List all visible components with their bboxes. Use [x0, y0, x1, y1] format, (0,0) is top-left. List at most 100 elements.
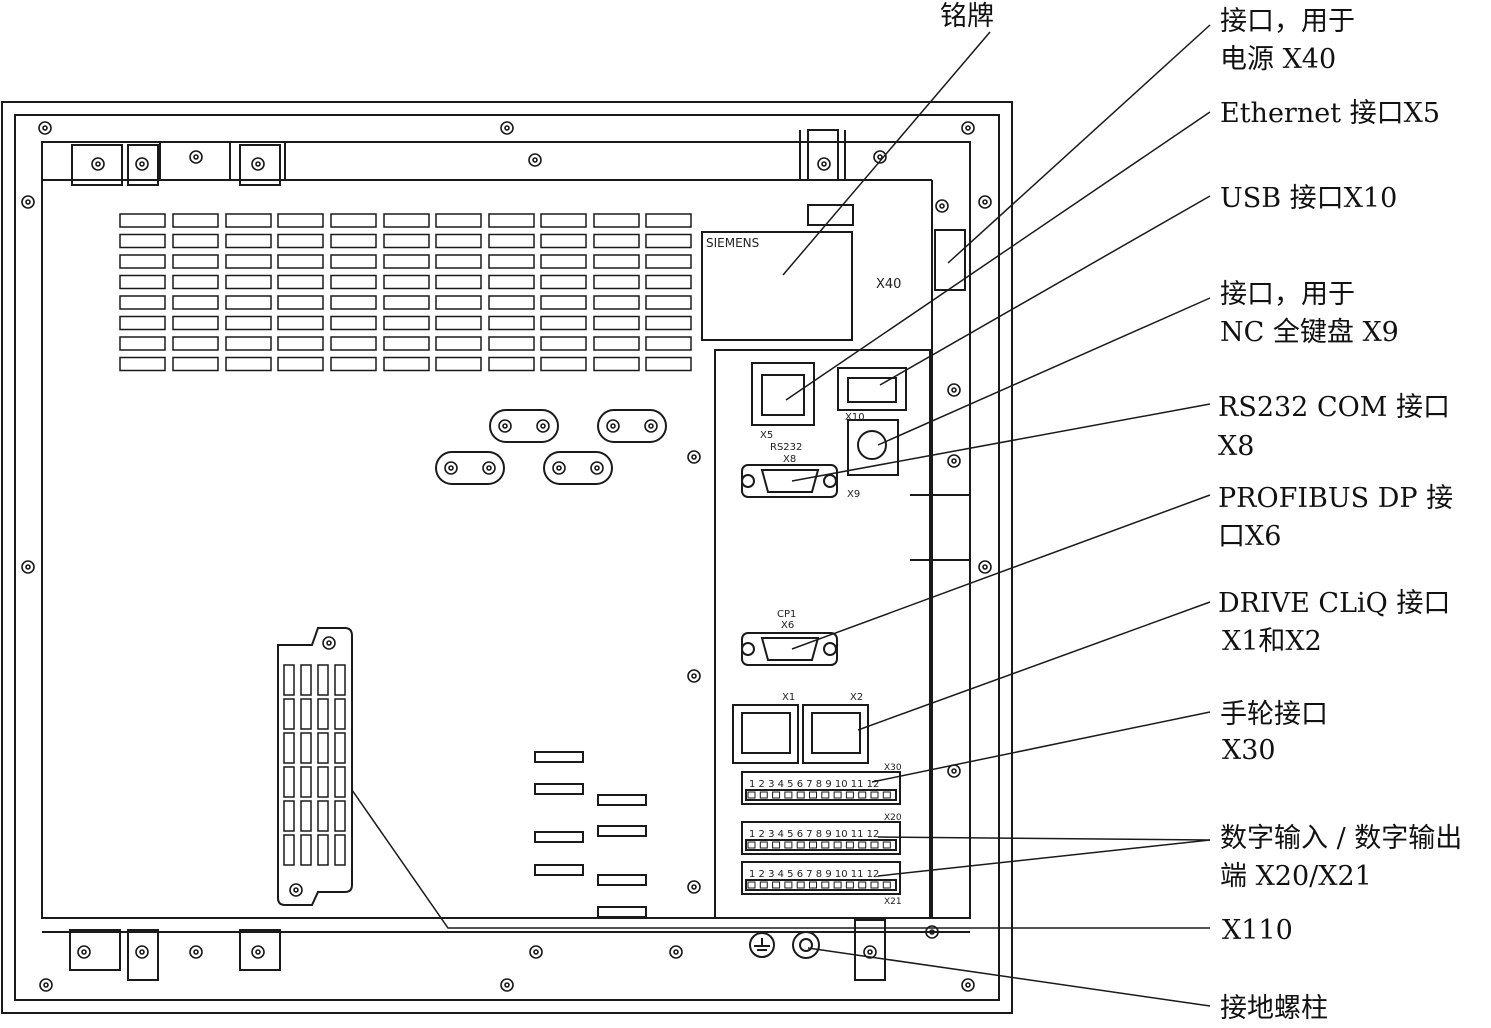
pcb-grid-cell	[119, 336, 166, 351]
x2-label: X2	[850, 692, 863, 703]
screw-head-icon	[448, 465, 454, 471]
pcb-grid-cell	[277, 315, 324, 331]
screw-head-icon	[502, 423, 508, 429]
screw-head-icon	[533, 949, 539, 955]
screw-icon	[528, 153, 542, 167]
callout-rs232-line2: X8	[1218, 431, 1255, 462]
screw-icon	[189, 150, 203, 164]
screw-head-icon	[821, 161, 827, 167]
leader-nameplate	[782, 31, 991, 276]
vent-slot	[317, 664, 329, 696]
pcb-grid-cell	[330, 336, 377, 351]
screw-icon	[978, 195, 992, 209]
pcb-grid-cell	[593, 356, 640, 372]
vent-slot	[300, 664, 312, 696]
pcb-grid-cell	[593, 233, 640, 249]
pcb-grid-cell	[645, 295, 692, 310]
brand-label: SIEMENS	[706, 236, 759, 250]
earth-symbol-icon	[749, 932, 775, 958]
vent-slot	[317, 834, 329, 866]
screw-head-icon	[610, 423, 616, 429]
pcb-grid-cell	[435, 254, 482, 269]
screw-head-icon	[25, 199, 31, 205]
outer-frame	[1, 101, 1013, 1014]
pcb-grid-cell	[172, 336, 219, 351]
x1-label: X1	[782, 692, 795, 703]
callout-handwheel-line1: 手轮接口	[1220, 699, 1328, 730]
callout-drivecliq-line2: X1和X2	[1222, 626, 1322, 657]
screw-icon	[669, 945, 683, 959]
callout-handwheel-line2: X30	[1222, 735, 1276, 766]
vent-slot	[283, 664, 295, 696]
screw-head-icon	[951, 458, 957, 464]
terminal-pin	[870, 841, 879, 849]
screw-icon	[536, 419, 550, 433]
screw-icon	[77, 945, 91, 959]
screw-icon	[322, 636, 336, 650]
leader-rs232	[791, 403, 1211, 482]
terminal-pin	[882, 881, 891, 889]
screw-icon	[947, 764, 961, 778]
nameplate-plate	[701, 231, 853, 341]
mounting-plate	[41, 141, 971, 919]
pcb-grid-cell	[330, 315, 377, 331]
pcb-grid-cell	[645, 336, 692, 351]
pcb-grid-cell	[540, 356, 587, 372]
terminal-pin	[772, 791, 781, 799]
pcb-grid-cell	[119, 213, 166, 228]
x1-port	[732, 704, 799, 764]
screw-head-icon	[929, 929, 935, 935]
pcb-grid-cell	[488, 254, 535, 269]
pcb-grid-cell	[645, 254, 692, 269]
pcb-grid-cell	[383, 274, 430, 290]
pcb-grid-cell	[277, 254, 324, 269]
pcb-grid-cell	[540, 254, 587, 269]
pcb-grid-cell	[645, 233, 692, 249]
leader-dio-x20	[877, 836, 1211, 841]
pcb-grid-cell	[383, 295, 430, 310]
pcb-grid-cell	[277, 336, 324, 351]
terminal-pin	[784, 881, 793, 889]
vent-slot	[317, 800, 329, 832]
terminal-pin	[882, 841, 891, 849]
pcb-grid-cell	[225, 213, 272, 228]
leader-dio-x21	[877, 839, 1211, 877]
leader-drivecliq	[857, 601, 1211, 731]
terminal-pin	[759, 881, 768, 889]
screw-head-icon	[43, 982, 49, 988]
pcb-grid-cell	[435, 233, 482, 249]
callout-nc-kb-line2: NC 全键盘 X9	[1220, 317, 1399, 348]
terminal-pin	[833, 791, 842, 799]
callout-profibus-line1: PROFIBUS DP 接	[1218, 483, 1454, 514]
terminal-pin	[821, 881, 830, 889]
x21-terminal	[741, 861, 901, 895]
terminal-pin	[759, 841, 768, 849]
pcb-grid-cell	[593, 295, 640, 310]
screw-head-icon	[255, 949, 261, 955]
terminal-pin	[796, 881, 805, 889]
screw-icon	[873, 150, 887, 164]
leader-power-x40	[947, 24, 1211, 264]
vent-slot	[300, 732, 312, 764]
terminal-pin	[858, 881, 867, 889]
screw-head-icon	[939, 203, 945, 209]
pcb-grid-cell	[645, 274, 692, 290]
terminal-pin	[747, 881, 756, 889]
screw-icon	[498, 419, 512, 433]
vent-slot	[300, 800, 312, 832]
screw-icon	[21, 560, 35, 574]
screw-head-icon	[193, 154, 199, 160]
vent-grille	[277, 627, 353, 906]
pcb-grid-cell	[330, 356, 377, 372]
screw-icon	[500, 121, 514, 135]
callout-profibus-line2: 口X6	[1218, 521, 1282, 552]
terminal-pin	[772, 881, 781, 889]
terminal-pin	[858, 841, 867, 849]
screw-head-icon	[594, 465, 600, 471]
pcb-grid-cell	[435, 213, 482, 228]
pcb-grid-cell	[119, 356, 166, 372]
screw-head-icon	[673, 949, 679, 955]
x30-pin-numbers: 1 2 3 4 5 6 7 8 9 10 11 12	[749, 779, 879, 790]
screw-head-icon	[139, 949, 145, 955]
